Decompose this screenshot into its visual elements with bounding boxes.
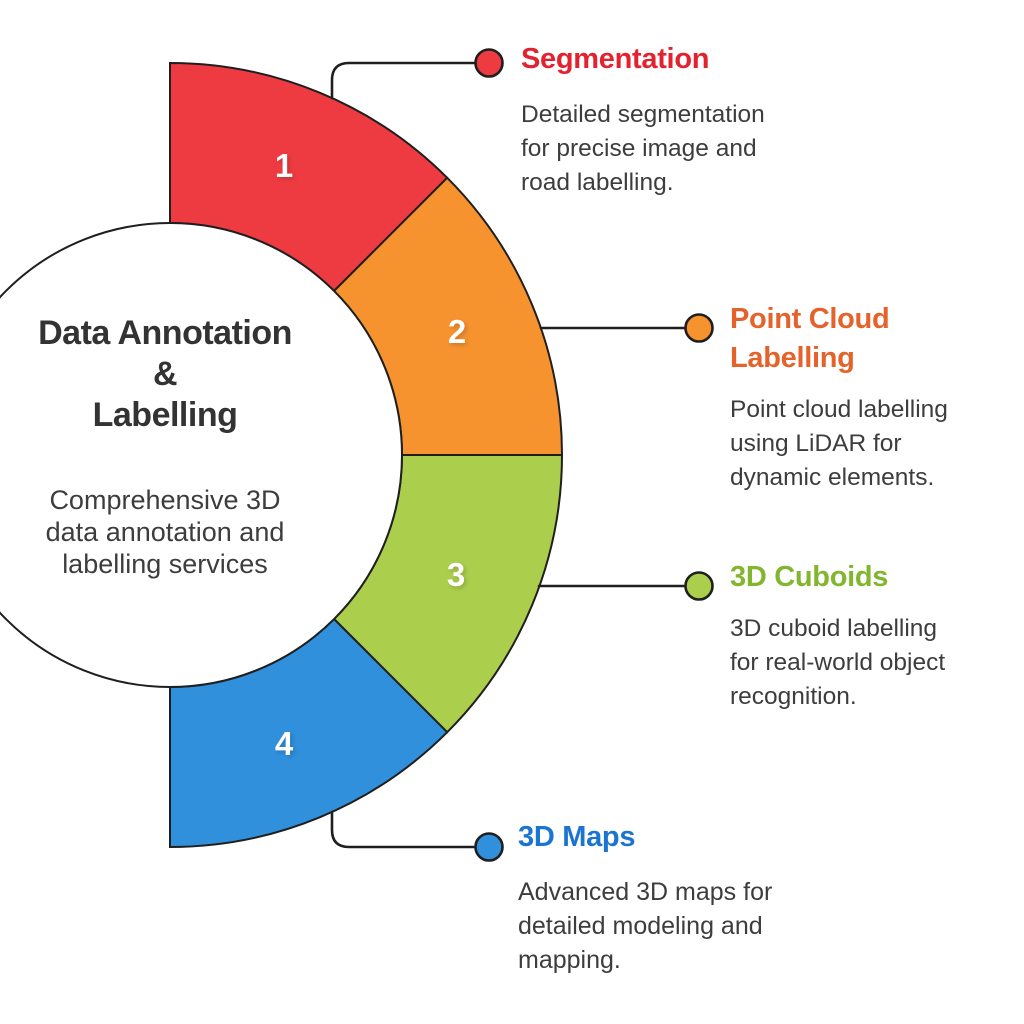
callout-1-description: Detailed segmentation for precise image … — [521, 101, 765, 196]
callout-3-title: 3D Cuboids — [730, 561, 889, 593]
connector-line-1 — [330, 61, 476, 100]
center-subtitle: Comprehensive 3D data annotation and lab… — [45, 485, 285, 579]
segment-number-2: 2 — [447, 313, 467, 350]
segment-number-3: 3 — [446, 556, 466, 593]
bullet-dot-4 — [474, 832, 504, 862]
bullet-dot-2 — [684, 313, 714, 343]
callout-4-description: Advanced 3D maps for detailed modeling a… — [518, 878, 773, 974]
segment-number-1: 1 — [274, 147, 294, 184]
center-circle — [0, 222, 403, 688]
segment-number-4: 4 — [274, 725, 294, 762]
callout-1-title: Segmentation — [521, 43, 710, 75]
center-title: Data Annotation & Labelling — [38, 314, 292, 434]
bullet-dot-1 — [474, 48, 504, 78]
callout-2-title: Point Cloud Labelling — [730, 303, 890, 374]
bullet-dot-3 — [684, 571, 714, 601]
connector-line-4 — [330, 810, 476, 849]
callout-4-title: 3D Maps — [518, 821, 636, 853]
callout-2-description: Point cloud labelling using LiDAR for dy… — [730, 396, 948, 491]
callout-3-description: 3D cuboid labelling for real-world objec… — [730, 615, 946, 710]
